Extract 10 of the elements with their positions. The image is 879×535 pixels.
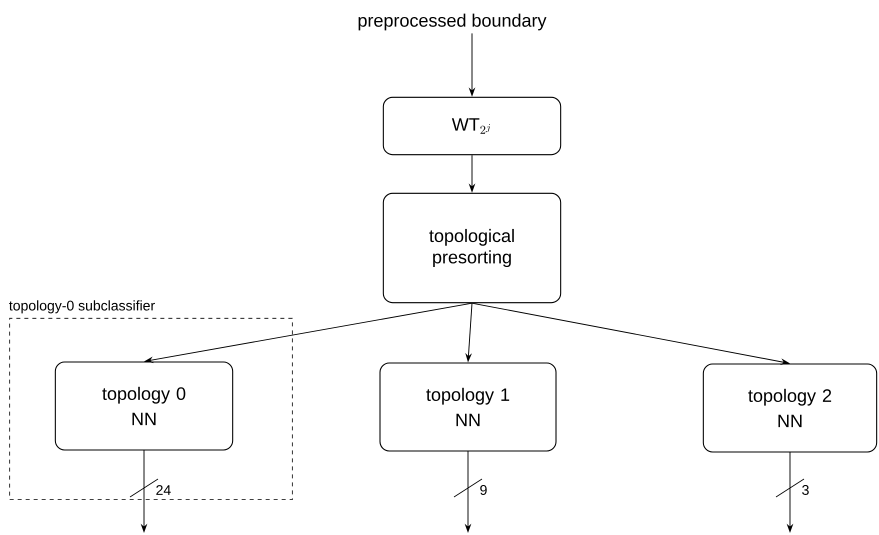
- process-box: topological presorting: [382, 192, 562, 304]
- node-label: topology-0 subclassifier: [9, 300, 155, 314]
- input-label: preprocessed boundary: [358, 14, 546, 30]
- edge-label: 3: [802, 485, 809, 495]
- process-box: topology 1 NN: [379, 362, 557, 452]
- edge-label: 9: [480, 485, 487, 495]
- process-box: $\mathrm{WT}_{2^j}$: [382, 96, 562, 156]
- edge-label: 24: [156, 485, 171, 495]
- process-box: topology 0 NN: [54, 361, 234, 451]
- process-box: topology 2 NN: [702, 363, 878, 453]
